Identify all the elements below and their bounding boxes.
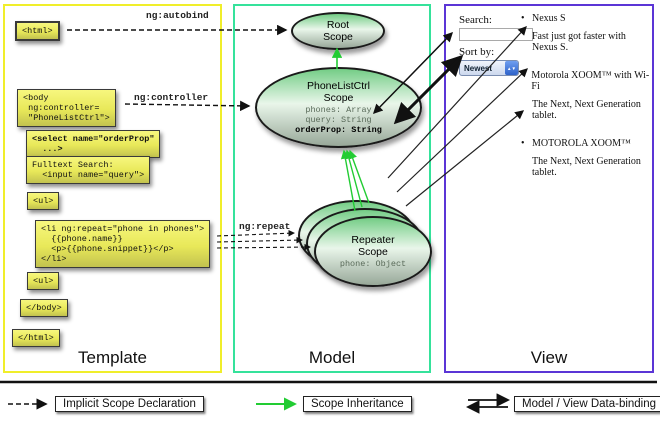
phone-desc: Fast just got faster with Nexus S. bbox=[532, 31, 626, 53]
code-ul-close: <ul> bbox=[27, 272, 60, 290]
code-body-close: </body> bbox=[20, 299, 68, 317]
phonelistctrl-scope-props: phones: Array query: String bbox=[305, 105, 372, 125]
bullet-icon: • bbox=[521, 70, 525, 81]
phone-title: Nexus S bbox=[532, 13, 566, 24]
phone-title: MOTOROLA XOOM™ bbox=[532, 138, 631, 149]
phone-desc: The Next, Next Generation tablet. bbox=[532, 156, 641, 178]
sort-select-value: Newest bbox=[464, 63, 493, 73]
phonelistctrl-scope-title: PhoneListCtrl Scope bbox=[306, 80, 371, 104]
code-body-open: <body ng:controller= "PhoneListCtrl"> bbox=[17, 89, 116, 127]
list-item: • MOTOROLA XOOM™ The Next, Next Generati… bbox=[521, 138, 651, 178]
root-scope-ellipse: Root Scope bbox=[291, 12, 385, 50]
repeater-scope-title: Repeater Scope bbox=[351, 233, 395, 258]
legend-data-binding: Model / View Data-binding bbox=[514, 396, 660, 412]
list-item: • Nexus S Fast just got faster with Nexu… bbox=[521, 13, 651, 53]
model-panel: Model bbox=[233, 4, 431, 373]
code-li-repeat: <li ng:repeat="phone in phones"> {{phone… bbox=[35, 220, 211, 268]
phonelistctrl-scope-orderprop: orderProp: String bbox=[295, 125, 382, 135]
code-select: <select name="orderProp" ...> bbox=[26, 130, 161, 158]
view-panel-label: View bbox=[530, 348, 568, 367]
phone-title: Motorola XOOM™ with Wi-Fi bbox=[531, 70, 650, 92]
code-fulltext-search: Fulltext Search: <input name="query"> bbox=[26, 156, 151, 184]
sort-select[interactable]: Newest ▲▼ bbox=[459, 60, 519, 76]
code-html-close: </html> bbox=[12, 329, 60, 347]
list-item: • Motorola XOOM™ with Wi-Fi The Next, Ne… bbox=[521, 70, 651, 121]
search-label: Search: bbox=[459, 14, 492, 26]
phone-desc: The Next, Next Generation tablet. bbox=[532, 99, 641, 121]
legend-scope-inheritance: Scope Inheritance bbox=[303, 396, 412, 412]
phone-list: • Nexus S Fast just got faster with Nexu… bbox=[521, 13, 651, 195]
repeater-scope-prop: phone: Object bbox=[339, 258, 407, 269]
ng-repeat-label: ng:repeat bbox=[239, 221, 291, 232]
legend-implicit-scope: Implicit Scope Declaration bbox=[55, 396, 204, 412]
ng-controller-label: ng:controller bbox=[134, 92, 209, 103]
model-panel-label: Model bbox=[308, 348, 356, 367]
template-panel: Template bbox=[3, 4, 222, 373]
root-scope-title: Root Scope bbox=[323, 19, 353, 43]
code-html-open: <html> bbox=[15, 21, 60, 41]
bullet-icon: • bbox=[521, 138, 525, 149]
phonelistctrl-scope-ellipse: PhoneListCtrl Scope phones: Array query:… bbox=[255, 67, 422, 148]
ng-autobind-label: ng:autobind bbox=[146, 10, 209, 21]
bullet-icon: • bbox=[521, 13, 525, 24]
select-stepper-icon: ▲▼ bbox=[505, 61, 518, 75]
repeater-scope-ellipse-front: Repeater Scope phone: Object bbox=[314, 216, 432, 287]
template-panel-label: Template bbox=[78, 348, 147, 367]
code-ul-open: <ul> bbox=[27, 192, 60, 210]
